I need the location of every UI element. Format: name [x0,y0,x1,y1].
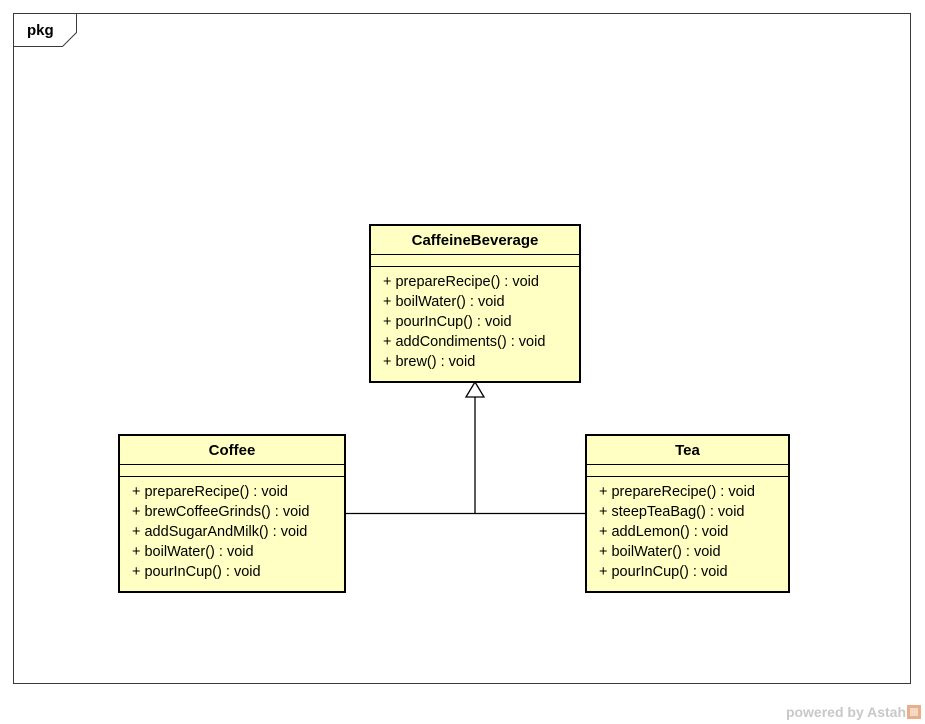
generalization-arrowhead [464,380,486,398]
package-frame [13,13,911,684]
operation: + prepareRecipe() : void [383,274,539,290]
attributes-compartment [371,254,579,267]
powered-by-watermark: powered by Astah [786,704,921,720]
operation: + boilWater() : void [383,294,505,310]
operations-compartment: + prepareRecipe() : void + boilWater() :… [371,267,579,372]
operations-compartment: + prepareRecipe() : void + steepTeaBag()… [587,477,788,582]
class-name: Tea [675,442,700,459]
attributes-compartment [120,464,344,477]
watermark-text: powered by Astah [785,704,906,720]
operation: + boilWater() : void [599,544,721,560]
operation: + prepareRecipe() : void [132,484,288,500]
class-caffeine-beverage[interactable]: CaffeineBeverage + prepareRecipe() : voi… [369,224,581,383]
operation: + pourInCup() : void [599,564,728,580]
package-frame-label: pkg [27,22,54,39]
operation: + pourInCup() : void [132,564,261,580]
class-tea[interactable]: Tea + prepareRecipe() : void + steepTeaB… [585,434,790,593]
operation: + addLemon() : void [599,524,729,540]
operation: + addSugarAndMilk() : void [132,524,308,540]
class-coffee[interactable]: Coffee + prepareRecipe() : void + brewCo… [118,434,346,593]
class-name: Coffee [208,442,256,459]
operations-compartment: + prepareRecipe() : void + brewCoffeeGri… [120,477,344,582]
operation: + steepTeaBag() : void [599,504,745,520]
astah-logo-icon [907,705,921,719]
operation: + pourInCup() : void [383,314,512,330]
operation: + brewCoffeeGrinds() : void [132,504,310,520]
operation: + boilWater() : void [132,544,254,560]
operation: + brew() : void [383,354,476,370]
class-name: CaffeineBeverage [411,232,539,249]
attributes-compartment [587,464,788,477]
package-frame-tab [13,13,77,47]
operation: + prepareRecipe() : void [599,484,755,500]
operation: + addCondiments() : void [383,334,546,350]
